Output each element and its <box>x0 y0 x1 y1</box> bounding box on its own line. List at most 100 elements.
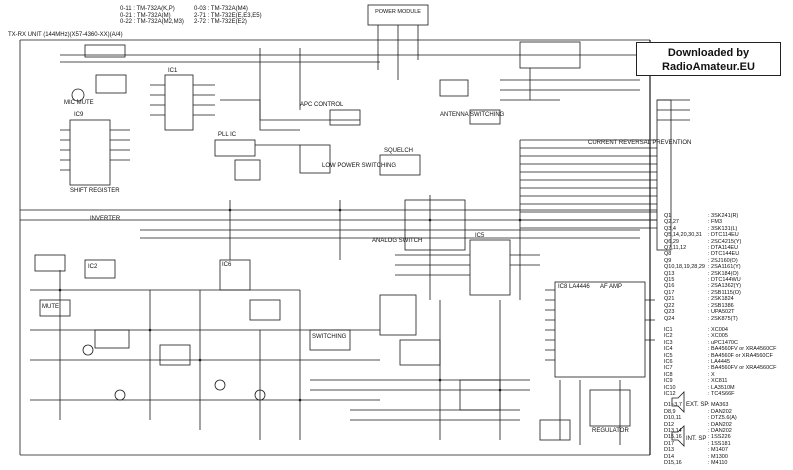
part-value: : M1407 <box>708 447 728 454</box>
parts-row: D8,9: DAN202 <box>664 409 784 415</box>
ext-sp-label: EXT. SP <box>686 402 709 408</box>
parts-row: IC7: BA4560FV or XRA4560CF <box>664 365 784 371</box>
antenna-switching-label: ANTENNA SWITCHING <box>440 112 505 118</box>
parts-row: Q21 : 2SK1824 <box>664 296 784 302</box>
part-value: : M1300 <box>708 453 728 460</box>
model-entry: 0-11 : TM-732A(K,P) <box>120 6 175 12</box>
parts-row: Q22 : 2SB1386 <box>664 303 784 309</box>
ic9-box <box>69 119 111 186</box>
shift-register-label: SHIFT REGISTER <box>70 188 120 194</box>
part-ref: D8,9 <box>664 408 676 415</box>
parts-row: Q17: 2SB1115(O) <box>664 290 784 296</box>
parts-row: D15,16 : M4110 <box>664 460 784 466</box>
pll-ic-label: PLL IC <box>218 132 237 138</box>
part-value: : DTA114EU <box>708 245 739 252</box>
part-value: : uPC1470C <box>708 339 738 346</box>
parts-row: Q23: UPA502T <box>664 309 784 315</box>
low-power-label: LOW POWER SWITCHING <box>322 163 396 169</box>
part-value: : BA4560F or XRA4560CF <box>708 352 773 359</box>
ic2-label: IC2 <box>88 264 98 270</box>
part-value: : 2SC4215(Y) <box>708 238 742 245</box>
ic1-label: IC1 <box>168 68 178 74</box>
part-ref: Q22 <box>664 302 675 309</box>
part-ref: IC9 <box>664 378 673 385</box>
parts-row: Q13 : 2SK184(O) <box>664 271 784 277</box>
parts-row: D10,11 : DTZ5.6(A) <box>664 415 784 421</box>
parts-row: IC4: BA4560FV or XRA4560CF <box>664 346 784 352</box>
parts-row: Q9: 2SJ160(O) <box>664 258 784 264</box>
parts-row: D14 : M1300 <box>664 454 784 460</box>
part-ref: IC8 <box>664 371 673 378</box>
parts-row: Q3,4 : 3SK131(L) <box>664 226 784 232</box>
parts-row: D13 : M1407 <box>664 447 784 453</box>
part-ref: IC10 <box>664 384 676 391</box>
part-value: : DTC144WU <box>708 277 741 284</box>
ic5-box <box>469 239 511 296</box>
part-value: : 2SK1824 <box>708 296 734 303</box>
part-ref: Q16 <box>664 283 675 290</box>
parts-row: IC9: XC811 <box>664 378 784 384</box>
part-ref: Q13 <box>664 270 675 277</box>
part-value: : 2SB1386 <box>708 302 734 309</box>
parts-row: D1~3,7: MA363 <box>664 402 784 408</box>
part-ref: D14 <box>664 453 675 460</box>
analog-switch-label: ANALOG SWITCH <box>372 238 423 244</box>
part-ref: D10,11 <box>664 415 682 422</box>
switching-label: SWITCHING <box>312 334 347 340</box>
parts-row: Q24 : 2SK875(T) <box>664 316 784 322</box>
parts-row: IC12: TC4S66F <box>664 391 784 397</box>
part-ref: Q24 <box>664 315 675 322</box>
parts-row: D15,16: 1SS226 <box>664 434 784 440</box>
part-value: : XC004 <box>708 326 728 333</box>
badge-line-1: Downloaded by <box>667 47 750 59</box>
model-list: 0-11 : TM-732A(K,P)0-03 : TM-732A(M4) 0-… <box>120 6 262 26</box>
part-ref: Q15 <box>664 277 675 284</box>
part-value: : 2SK184(O) <box>708 270 739 277</box>
part-ref: D13,14 <box>664 428 682 434</box>
power-module-label: POWER MODULE <box>375 9 421 15</box>
part-ref: D1~3,7 <box>664 402 682 409</box>
part-value: : 3SK131(L) <box>708 225 738 232</box>
part-value: : 2SA1362(Y) <box>708 283 742 290</box>
part-value: : 2SB1115(O) <box>708 289 741 296</box>
part-value: : BA4560FV or XRA4560CF <box>708 365 777 372</box>
mute-label: MUTE <box>42 304 59 310</box>
part-ref: D15,16 <box>664 460 682 467</box>
part-value: : 2SK875(T) <box>708 315 738 322</box>
part-value: : X <box>708 371 715 378</box>
model-entry: 0-03 : TM-732A(M4) <box>194 6 248 12</box>
parts-row: D17: 1SS181 <box>664 441 784 447</box>
part-value: : M4110 <box>708 460 728 467</box>
part-value: : DAN202 <box>708 428 732 434</box>
parts-row: Q16 : 2SA1362(Y) <box>664 283 784 289</box>
part-ref: D13 <box>664 447 675 454</box>
part-value: : LA3510M <box>708 384 735 391</box>
af-amp-label: AF AMP <box>600 284 623 290</box>
parts-row: IC5 : BA4560F or XRA4560CF <box>664 353 784 359</box>
part-ref: Q21 <box>664 296 675 303</box>
parts-row: Q10,18,19,28,29: 2SA1161(Y) <box>664 264 784 270</box>
parts-row: Q5,14,20,30,31: DTC114EU <box>664 232 784 238</box>
parts-row: Q7,11,12: DTA114EU <box>664 245 784 251</box>
part-value: : TC4S66F <box>708 390 735 397</box>
badge-line-2: RadioAmateur.EU <box>662 61 755 73</box>
ext-speaker-icon <box>671 391 685 413</box>
model-entry: 2-71 : TM-732E(E,E3,E5) <box>194 12 262 19</box>
parts-row: IC1: XC004 <box>664 327 784 333</box>
parts-row: D12: DAN202 <box>664 422 784 428</box>
parts-row: IC6: LA4445 <box>664 359 784 365</box>
part-ref: Q1 <box>664 213 672 219</box>
analog-switch-box <box>404 199 466 251</box>
parts-row: IC8 : X <box>664 372 784 378</box>
part-value: : 2SJ160(O) <box>708 257 738 264</box>
part-value: : DTC144EU <box>708 251 740 258</box>
part-ref: Q10,18,19,28,29 <box>664 264 705 271</box>
part-value: : DTZ5.6(A) <box>708 415 737 422</box>
parts-row: D13,14 : DAN202 <box>664 428 784 434</box>
part-ref: IC5 <box>664 352 673 359</box>
part-ref: Q2,27 <box>664 219 679 226</box>
ic6-label: IC6 <box>222 262 232 268</box>
part-ref: IC6 <box>664 358 673 365</box>
part-value: : 1SS181 <box>708 440 731 447</box>
part-ref: Q3,4 <box>664 225 676 232</box>
